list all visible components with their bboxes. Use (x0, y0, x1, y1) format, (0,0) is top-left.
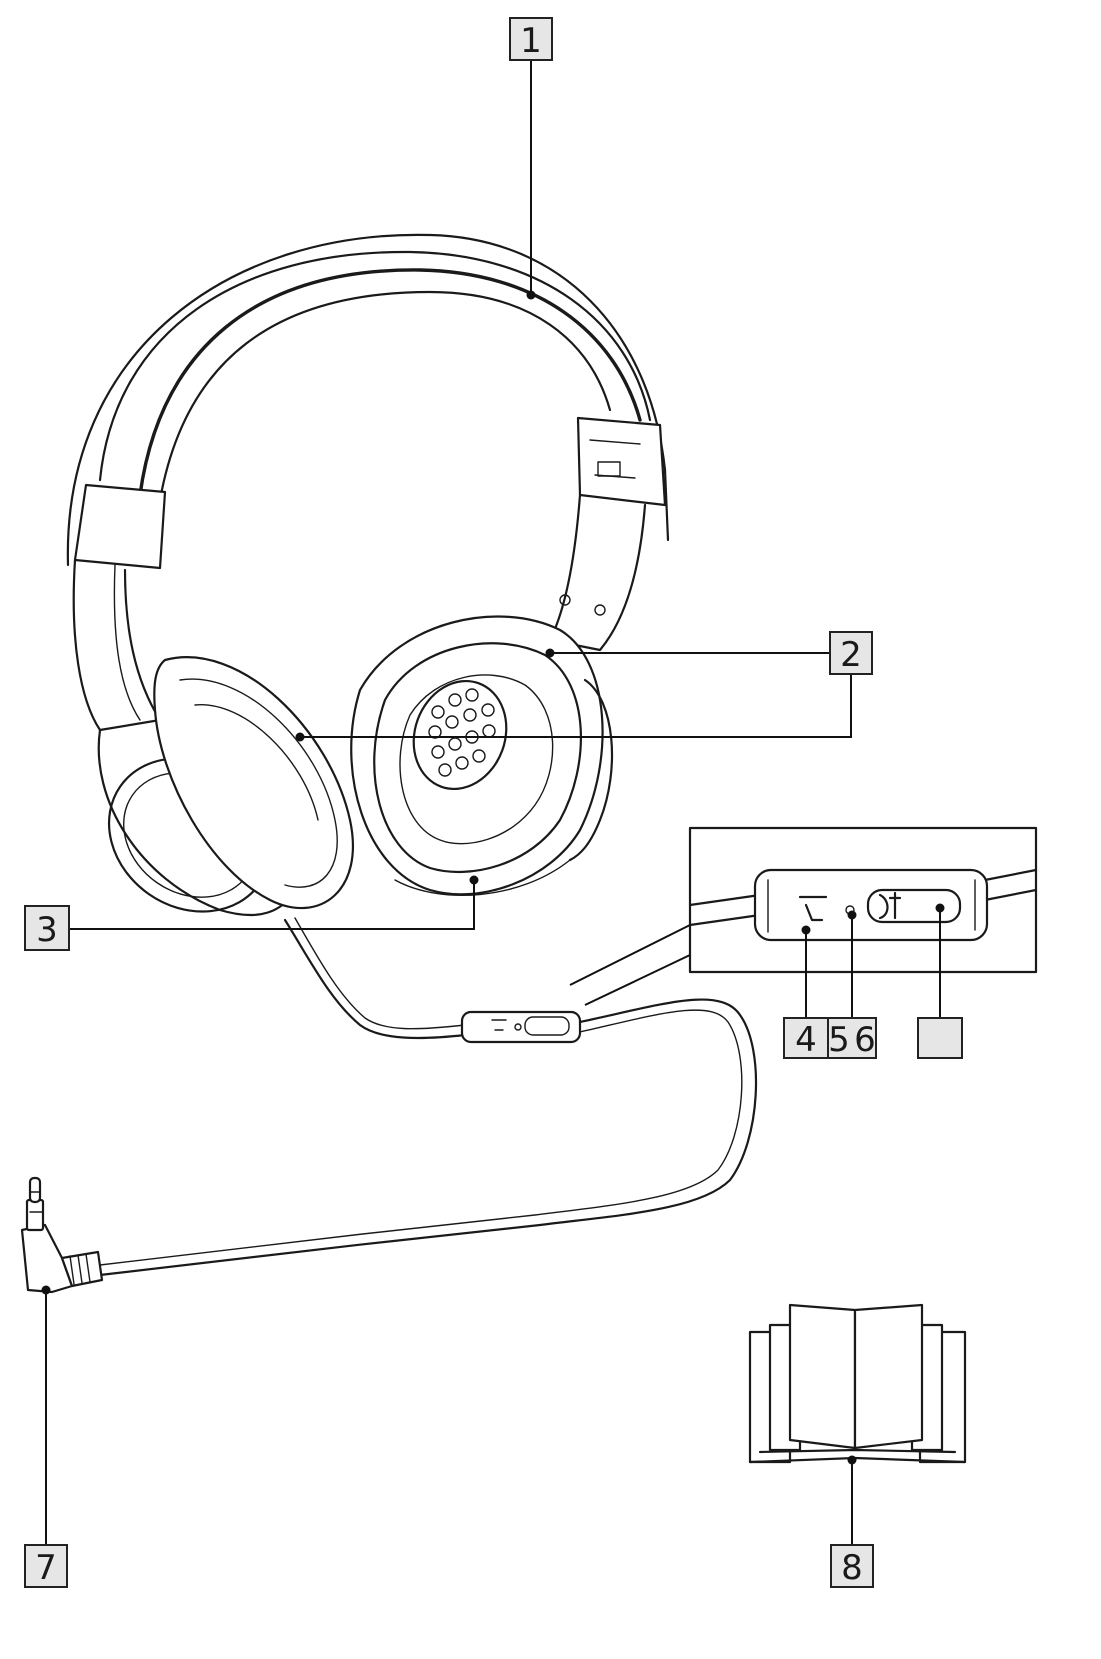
cable-lower (98, 998, 758, 1277)
remote-detail-inset (569, 826, 1038, 1006)
callout-1-label: 1 (520, 21, 542, 61)
audio-jack (20, 1176, 104, 1294)
callout-3-label: 3 (36, 910, 58, 950)
callout-4-label: 4 (795, 1020, 817, 1060)
instruction-manual (748, 1303, 967, 1464)
callout-8: 8 (830, 1544, 874, 1588)
cable-upper (283, 918, 467, 1040)
inline-remote (460, 1010, 582, 1044)
headphones-illustration (20, 233, 758, 1294)
callout-5-label: 5 (828, 1020, 850, 1060)
callout-2: 2 (829, 631, 873, 675)
callout-7-label: 7 (35, 1548, 57, 1588)
callout-6-label: 6 (854, 1020, 876, 1060)
callout-1: 1 (509, 17, 553, 61)
callout-3: 3 (24, 905, 70, 951)
callout-2-label: 2 (840, 635, 862, 675)
callout-5-6: 5 6 (827, 1017, 877, 1060)
callout-4: 4 (783, 1017, 829, 1060)
headband (66, 233, 670, 567)
leader-lines (41, 60, 945, 1545)
callout-blank (917, 1017, 963, 1059)
right-ear-cup (350, 615, 604, 896)
left-cushion (153, 656, 355, 910)
left-slider (73, 483, 167, 570)
remote-enlarged (753, 868, 989, 942)
callout-7: 7 (24, 1544, 68, 1588)
inset-frame (688, 826, 1038, 974)
right-slider (576, 416, 667, 507)
callout-8-label: 8 (841, 1548, 863, 1588)
